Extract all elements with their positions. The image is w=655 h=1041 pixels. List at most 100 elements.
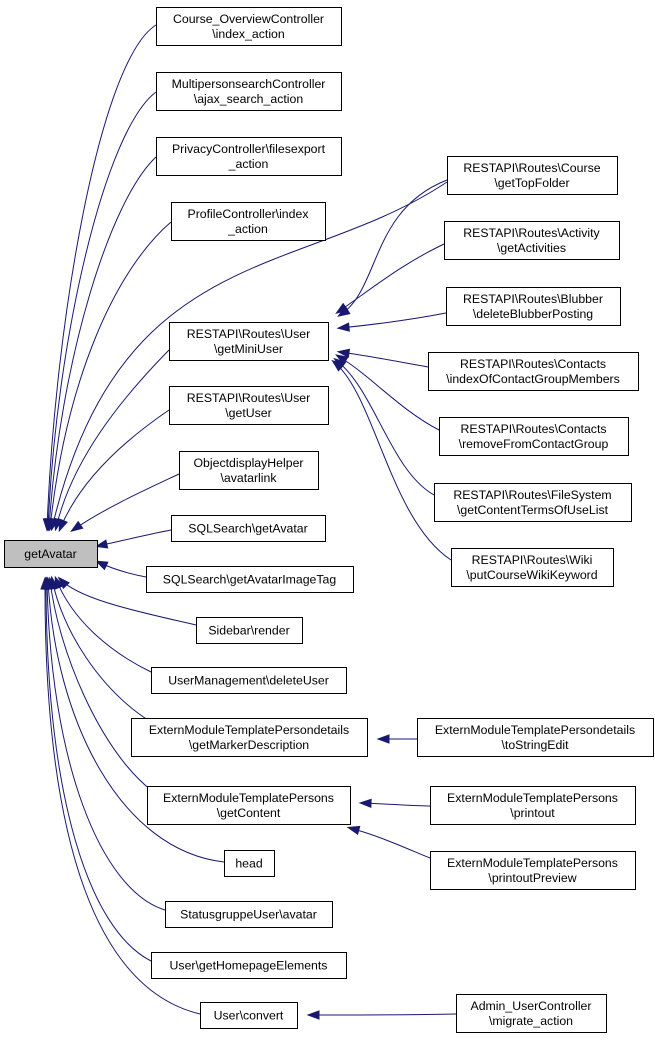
node-label-line: RESTAPI\Routes\FileSystem [453,488,611,502]
node-box [151,667,347,694]
node-box [444,221,620,260]
node-label-line: MultipersonsearchController [172,77,326,91]
arrowhead-avatarlink-to-getAvatar [70,520,84,532]
node-label-line: \index_action [212,27,285,41]
node-contacts_index[interactable]: RESTAPI\Routes\Contacts\indexOfContactGr… [428,352,639,391]
node-box [156,72,342,111]
node-label-line: \getContent [217,806,281,820]
node-wiki_put[interactable]: RESTAPI\Routes\Wiki\putCourseWikiKeyword [451,548,614,587]
edge-avatarlink-to-getAvatar [72,473,180,531]
node-label-line: Course_OverviewController [173,12,324,26]
node-getminiuser[interactable]: RESTAPI\Routes\User\getMiniUser [169,322,329,361]
edge-getuser-to-getAvatar [59,409,170,530]
node-sidebar_render[interactable]: Sidebar\render [196,617,303,644]
node-label-line: ProfileController\index [188,207,310,221]
node-label-line: \removeFromContactGroup [459,437,609,451]
node-persondetails_tostring[interactable]: ExternModuleTemplatePersondetails\toStri… [417,718,654,757]
node-multiperson[interactable]: MultipersonsearchController\ajax_search_… [156,72,342,111]
node-getuser[interactable]: RESTAPI\Routes\User\getUser [169,386,329,425]
node-label-line: \toStringEdit [502,738,570,752]
node-privacy[interactable]: PrivacyController\filesexport_action [156,137,342,176]
node-sqlsearch_getavatar[interactable]: SQLSearch\getAvatar [171,515,326,542]
edge-contacts_remove-to-getminiuser [337,355,440,431]
node-blubber_delete[interactable]: RESTAPI\Routes\Blubber\deleteBlubberPost… [446,287,621,326]
node-box [196,617,303,644]
node-box [447,156,618,195]
node-label-line: PrivacyController\filesexport [172,142,326,156]
node-user_homepage[interactable]: User\getHomepageElements [151,952,347,979]
node-label-line: _action [228,157,269,171]
node-box [446,287,621,326]
arrowhead-activity_get-to-getminiuser [335,302,349,314]
node-label-line: \migrate_action [489,1014,573,1028]
node-label-line: RESTAPI\Routes\Contacts [460,357,606,371]
node-persondetails_marker[interactable]: ExternModuleTemplatePersondetails\getMar… [131,718,368,757]
node-label-line: _action [227,222,268,236]
node-label-line: \getTopFolder [494,176,569,190]
edge-sqlsearch_getavatar-to-getAvatar [97,529,172,547]
node-label-line: SQLSearch\getAvatarImageTag [163,573,337,587]
node-label-line: ExternModuleTemplatePersons [447,856,618,870]
node-label-line: \getUser [225,406,271,420]
node-box [200,1002,298,1029]
edge-wiki_put-to-getminiuser [333,361,452,561]
arrowhead-persons_preview-to-persons_getcontent [346,825,361,836]
node-label-line: RESTAPI\Routes\Contacts [460,422,606,436]
node-label-line: RESTAPI\Routes\User [187,391,310,405]
edge-getminiuser-to-getAvatar [55,349,170,529]
node-avatarlink[interactable]: ObjectdisplayHelper\avatarlink [179,451,319,490]
node-label-line: ExternModuleTemplatePersondetails [149,723,349,737]
node-label-line: \deleteBlubberPosting [473,307,593,321]
node-head[interactable]: head [224,850,275,877]
node-persons_preview[interactable]: ExternModuleTemplatePersons\printoutPrev… [430,851,636,890]
arrowhead-persons_printout-to-persons_getcontent [358,798,372,809]
node-label-line: \ajax_search_action [194,92,304,106]
edge-user_homepage-to-getAvatar [45,579,152,962]
nodes-layer: getAvatarCourse_OverviewController\index… [4,7,654,1033]
edge-user_convert-to-getAvatar [44,579,201,1015]
node-contacts_remove[interactable]: RESTAPI\Routes\Contacts\removeFromContac… [439,417,629,456]
node-label-line: User\convert [214,1009,284,1023]
arrowhead-getuser-to-getAvatar [58,518,68,533]
node-label-line: \printoutPreview [488,871,576,885]
node-persons_printout[interactable]: ExternModuleTemplatePersons\printout [430,786,636,825]
edge-profile-to-getAvatar [49,221,172,529]
node-usermgmt_delete[interactable]: UserManagement\deleteUser [151,667,347,694]
node-label-line: \getMarkerDescription [189,738,309,752]
node-label-line: ExternModuleTemplatePersons [447,791,618,805]
node-statusgruppe_avatar[interactable]: StatusgruppeUser\avatar [165,901,333,928]
node-box [456,994,607,1033]
edge-persondetails_marker-to-getAvatar [51,578,152,723]
node-label-line: RESTAPI\Routes\Course [463,161,600,175]
node-sqlsearch_imagetag[interactable]: SQLSearch\getAvatarImageTag [146,566,354,593]
node-box [4,540,98,568]
edge-privacy-to-getAvatar [48,156,157,529]
node-getAvatar[interactable]: getAvatar [4,540,98,568]
node-user_convert[interactable]: User\convert [200,1002,298,1029]
node-label-line: \getContentTermsOfUseList [457,503,609,517]
node-persons_getcontent[interactable]: ExternModuleTemplatePersons\getContent [147,786,351,825]
edge-admin_migrate-to-user_convert [309,1013,457,1016]
node-course_overview[interactable]: Course_OverviewController\index_action [156,7,342,46]
node-activity_get[interactable]: RESTAPI\Routes\Activity\getActivities [444,221,620,260]
node-admin_migrate[interactable]: Admin_UserController\migrate_action [456,994,607,1033]
edge-contacts_index-to-getminiuser [339,351,429,368]
node-profile[interactable]: ProfileController\index_action [171,202,326,241]
node-box [146,566,354,593]
node-label-line: Sidebar\render [208,624,289,638]
edge-statusgruppe_avatar-to-getAvatar [46,579,166,911]
arrowhead-blubber_delete-to-getminiuser [336,322,350,332]
node-label-line: RESTAPI\Routes\User [187,327,310,341]
node-box [156,137,342,176]
edge-filesystem_terms-to-getminiuser [335,359,435,496]
node-box [171,515,326,542]
node-label-line: SQLSearch\getAvatar [188,522,307,536]
edge-persons_preview-to-persons_getcontent [349,827,431,859]
node-label-line: \indexOfContactGroupMembers [446,372,620,386]
node-box [224,850,275,877]
node-label-line: getAvatar [24,547,76,561]
node-filesystem_terms[interactable]: RESTAPI\Routes\FileSystem\getContentTerm… [434,483,632,522]
node-course_gettopfolder[interactable]: RESTAPI\Routes\Course\getTopFolder [447,156,618,195]
node-box [165,901,333,928]
node-box [147,786,351,825]
